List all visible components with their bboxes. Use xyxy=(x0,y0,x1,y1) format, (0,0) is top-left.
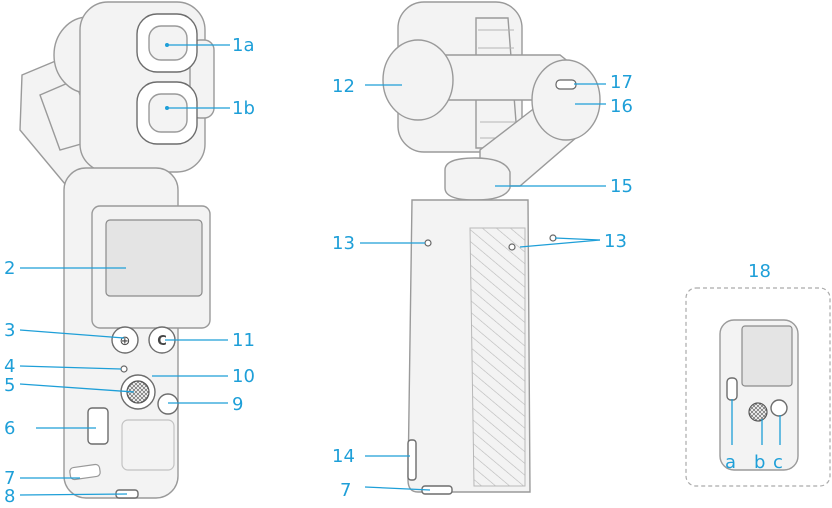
svg-text:⊕: ⊕ xyxy=(120,334,131,349)
back-view-illustration xyxy=(382,1,601,495)
label-1b: 1b xyxy=(232,98,255,119)
right-motor xyxy=(531,59,601,141)
label-1a: 1a xyxy=(232,35,254,56)
inset-18-illustration xyxy=(685,287,831,487)
front-screen xyxy=(105,219,203,297)
inset-button-c xyxy=(770,399,788,417)
label-c: c xyxy=(773,452,783,473)
front-view-illustration: ⊕ C xyxy=(19,1,215,499)
label-b: b xyxy=(754,452,765,473)
label-11: 11 xyxy=(232,330,255,351)
pogo-pins xyxy=(555,79,577,90)
front-mic xyxy=(69,463,101,481)
zoom-button xyxy=(111,326,139,354)
label-16: 16 xyxy=(610,96,633,117)
shutter-button xyxy=(157,393,179,415)
label-6: 6 xyxy=(4,418,15,439)
usb-port xyxy=(87,407,109,445)
label-13-right: 13 xyxy=(604,231,627,252)
inset-port-a xyxy=(726,377,738,401)
label-3: 3 xyxy=(4,320,15,341)
label-17: 17 xyxy=(610,72,633,93)
label-10: 10 xyxy=(232,366,255,387)
label-a: a xyxy=(725,452,736,473)
label-2: 2 xyxy=(4,258,15,279)
label-4: 4 xyxy=(4,356,15,377)
label-9: 9 xyxy=(232,394,243,415)
label-18: 18 xyxy=(748,261,771,282)
tilt-base xyxy=(444,157,511,201)
left-motor xyxy=(382,39,454,121)
side-slot xyxy=(407,439,417,481)
status-led xyxy=(120,365,128,373)
inset-frame xyxy=(685,287,831,487)
label-12: 12 xyxy=(332,76,355,97)
svg-text:C: C xyxy=(157,334,167,349)
grip-texture xyxy=(469,227,526,487)
back-mic-right xyxy=(508,243,516,251)
label-7-back: 7 xyxy=(340,480,351,501)
label-5: 5 xyxy=(4,375,15,396)
inset-joystick-b xyxy=(748,402,768,422)
label-7-front: 7 xyxy=(4,468,15,489)
label-8: 8 xyxy=(4,486,15,507)
back-mic-left xyxy=(424,239,432,247)
leader-lines xyxy=(19,43,781,496)
label-14: 14 xyxy=(332,446,355,467)
label-13-left: 13 xyxy=(332,233,355,254)
label-15: 15 xyxy=(610,176,633,197)
